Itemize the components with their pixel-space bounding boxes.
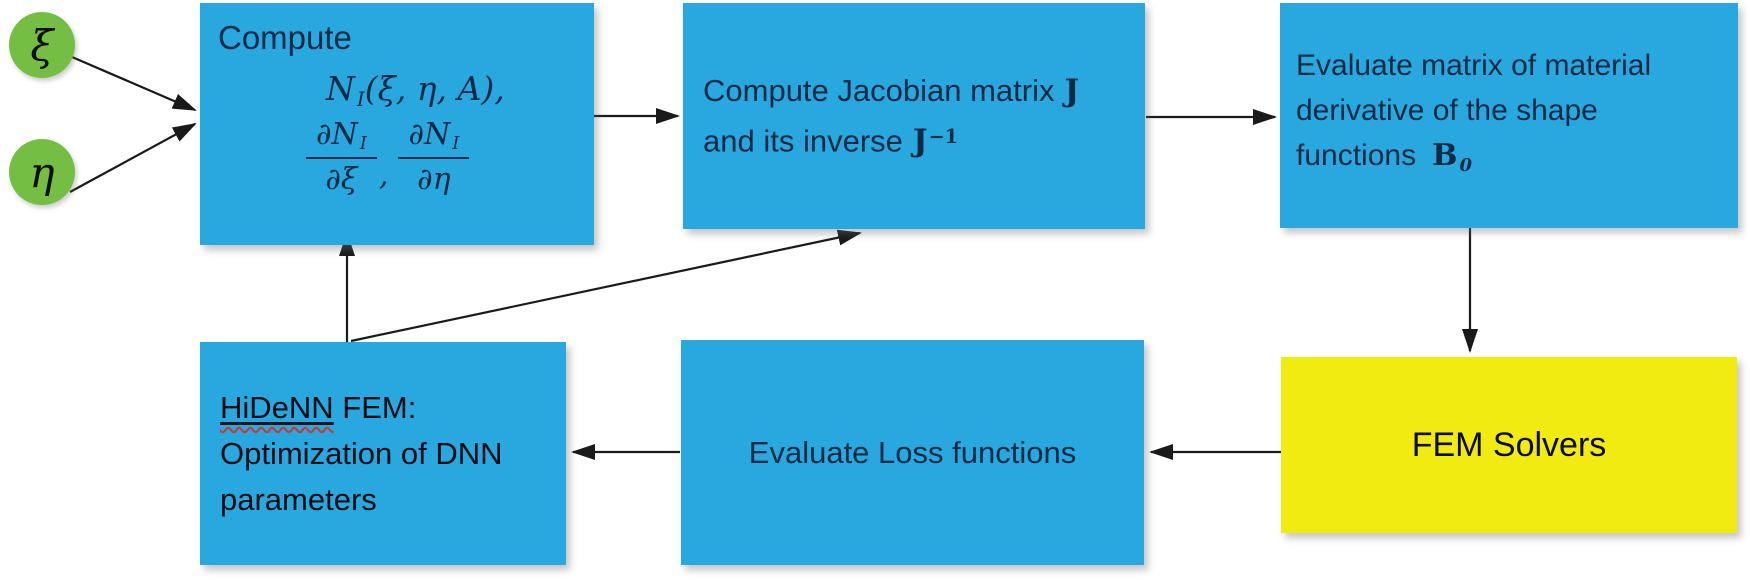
hidenn-line3: parameters — [220, 481, 377, 517]
formula-arguments: (ξ, η, A), — [364, 69, 505, 108]
fraction-denominator: ∂η — [417, 161, 451, 197]
eta-label: η — [29, 147, 55, 197]
node-hidenn-optimizer: HiDeNN FEM: Optimization of DNN paramete… — [200, 342, 566, 565]
fraction-denominator: ∂ξ — [325, 161, 358, 197]
node-eta-input: η — [9, 139, 75, 205]
script-N-term: N — [326, 69, 355, 108]
node-xi-input: ξ — [9, 12, 75, 78]
fraction-separator: , — [378, 157, 389, 193]
arrow-eta-to-compute — [69, 123, 197, 193]
fem-solvers-label: FEM Solvers — [1411, 425, 1607, 464]
subscript-I: I — [356, 87, 365, 111]
material-line2: derivative of the shape — [1296, 94, 1598, 128]
hidenn-line1: HiDeNN FEM: — [220, 389, 417, 425]
xi-label: ξ — [30, 20, 54, 70]
arrow-hidenn-to-jacobian — [350, 229, 862, 343]
compute-title: Compute — [218, 19, 352, 56]
material-line1: Evaluate matrix of material — [1296, 49, 1652, 83]
matrix-J-inverse-symbol: J−1 — [912, 123, 959, 160]
arrow-xi-to-compute — [71, 55, 197, 112]
hidenn-word-spellcheck: HiDeNN — [220, 389, 334, 425]
loss-label: Evaluate Loss functions — [748, 434, 1077, 470]
hidenn-line2: Optimization of DNN — [220, 435, 503, 471]
node-fem-solvers: FEM Solvers — [1281, 357, 1737, 533]
matrix-J-symbol: J — [1064, 72, 1080, 109]
node-evaluate-loss: Evaluate Loss functions — [681, 340, 1144, 565]
node-material-derivative: Evaluate matrix of material derivative o… — [1280, 3, 1738, 228]
